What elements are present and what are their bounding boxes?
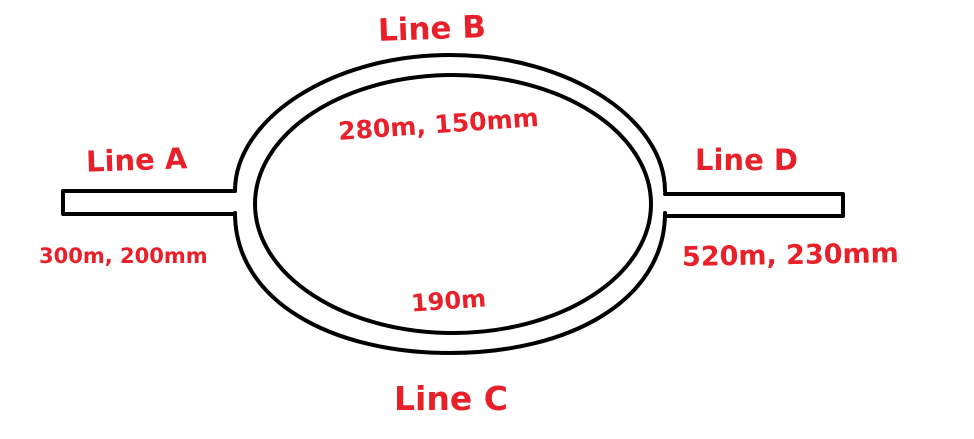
line-a-label: Line A bbox=[85, 141, 188, 179]
line-c-pipe bbox=[233, 211, 667, 355]
line-c-specs: 190m bbox=[410, 284, 487, 318]
line-d-specs: 520m, 230mm bbox=[681, 238, 900, 273]
line-b-label: Line B bbox=[377, 9, 487, 49]
line-a-pipe bbox=[61, 189, 237, 216]
line-b-pipe bbox=[233, 53, 667, 193]
line-d-pipe bbox=[663, 192, 845, 218]
loop-inner-wall bbox=[253, 73, 653, 335]
line-d-label: Line D bbox=[695, 143, 798, 177]
line-c-label: Line C bbox=[394, 379, 508, 418]
line-a-specs: 300m, 200mm bbox=[39, 244, 208, 268]
